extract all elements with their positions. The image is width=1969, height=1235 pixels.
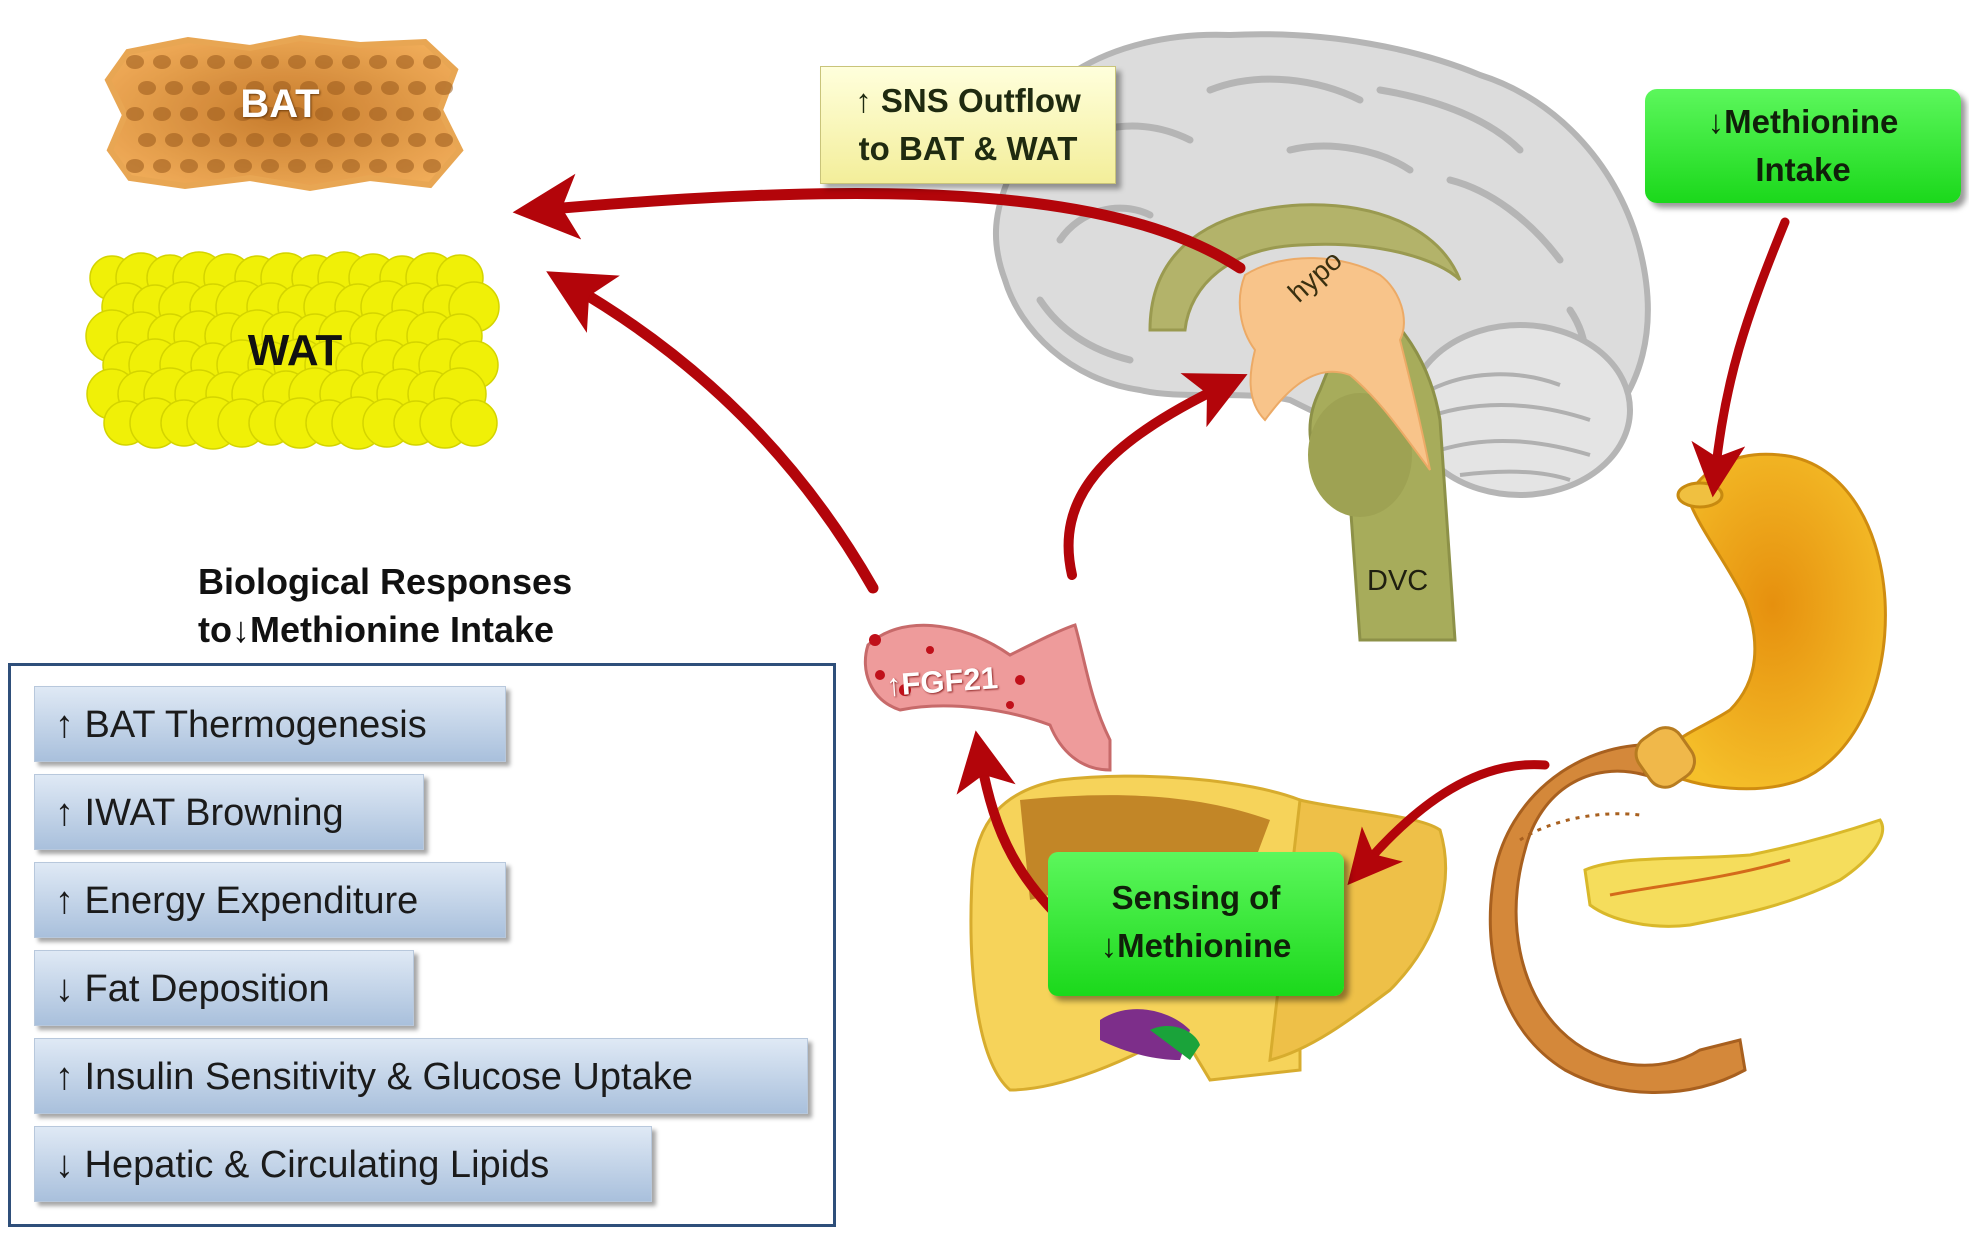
bat-cell <box>165 133 183 147</box>
wat-label: WAT <box>247 326 343 375</box>
bat-cell <box>423 55 441 69</box>
bat-cell <box>246 81 264 95</box>
bat-cell <box>423 107 441 121</box>
methionine-intake-note: ↓Methionine Intake <box>1645 89 1961 203</box>
bat-cell <box>288 107 306 121</box>
intestine-illustration <box>1488 726 1885 1094</box>
sns-note-line1: ↑ SNS Outflow <box>855 82 1081 119</box>
responses-title-line2: to↓Methionine Intake <box>198 609 555 650</box>
bat-cell <box>165 81 183 95</box>
response-item: ↓ Fat Deposition <box>34 950 414 1026</box>
hypothalamus <box>1238 257 1431 471</box>
bat-cell <box>300 133 318 147</box>
bat-cell <box>207 107 225 121</box>
bat-tissue <box>104 34 464 192</box>
bat-cell <box>327 81 345 95</box>
bat-cell <box>261 159 279 173</box>
bat-cell <box>408 81 426 95</box>
bat-cell <box>288 159 306 173</box>
response-item: ↑ Energy Expenditure <box>34 862 506 938</box>
sensing-methionine-note: Sensing of ↓Methionine <box>1048 852 1344 996</box>
bat-cell <box>381 81 399 95</box>
intake-note-line1: ↓Methionine <box>1707 103 1899 140</box>
response-item: ↑ BAT Thermogenesis <box>34 686 506 762</box>
sns-note-line2: to BAT & WAT <box>858 130 1078 167</box>
bat-cell <box>126 55 144 69</box>
wat-cell <box>450 399 498 447</box>
bat-cell <box>180 55 198 69</box>
blood-vessel <box>863 623 1112 772</box>
responses-box: ↑ BAT Thermogenesis ↑ IWAT Browning ↑ En… <box>8 663 836 1227</box>
sensing-note-line2: ↓Methionine <box>1100 927 1292 964</box>
bat-cell <box>342 159 360 173</box>
bat-cell <box>153 159 171 173</box>
bat-cell <box>369 159 387 173</box>
bat-cell <box>234 107 252 121</box>
wat-tissue <box>85 251 500 450</box>
bat-cell <box>396 55 414 69</box>
bat-cell <box>369 107 387 121</box>
bat-cell <box>126 159 144 173</box>
bat-cell <box>207 55 225 69</box>
bat-cell <box>315 159 333 173</box>
bat-cell <box>153 107 171 121</box>
bat-cell <box>342 55 360 69</box>
bat-cell <box>126 107 144 121</box>
bat-cell <box>234 159 252 173</box>
stomach-illustration <box>1658 452 1887 791</box>
bat-cell <box>219 133 237 147</box>
bat-cell <box>354 133 372 147</box>
bat-cell <box>288 55 306 69</box>
bat-cell <box>138 81 156 95</box>
bat-cell <box>315 107 333 121</box>
bat-cell <box>435 81 453 95</box>
bat-cell <box>261 107 279 121</box>
bat-cell <box>300 81 318 95</box>
bat-cell <box>396 107 414 121</box>
responses-title-line1: Biological Responses <box>198 561 573 602</box>
response-item: ↑ Insulin Sensitivity & Glucose Uptake <box>34 1038 808 1114</box>
bat-cell <box>423 159 441 173</box>
bat-cell <box>273 133 291 147</box>
brainstem <box>1308 287 1457 642</box>
arrow-intestine-to-liver <box>1347 760 1550 886</box>
bat-cell <box>261 55 279 69</box>
bat-cell <box>219 81 237 95</box>
bat-cell <box>354 81 372 95</box>
bat-label: BAT <box>240 82 320 126</box>
response-item: ↑ IWAT Browning <box>34 774 424 850</box>
brain-illustration <box>993 31 1651 642</box>
dvc-label: DVC <box>1367 565 1429 597</box>
bat-cell <box>369 55 387 69</box>
arrow-fgf21-to-fat <box>546 271 879 594</box>
bat-cell <box>381 133 399 147</box>
bat-cell <box>396 159 414 173</box>
bat-cell <box>138 133 156 147</box>
bat-cell <box>234 55 252 69</box>
bat-cell <box>327 133 345 147</box>
bat-cell <box>192 133 210 147</box>
bat-cell <box>342 107 360 121</box>
bat-cell <box>246 133 264 147</box>
bat-cell <box>192 81 210 95</box>
bat-cell <box>273 81 291 95</box>
sns-outflow-note: ↑ SNS Outflow to BAT & WAT <box>820 66 1116 184</box>
bat-cell <box>153 55 171 69</box>
bat-cell <box>315 55 333 69</box>
bat-cell <box>207 159 225 173</box>
bat-cell <box>180 107 198 121</box>
arrows <box>512 173 1790 935</box>
response-item: ↓ Hepatic & Circulating Lipids <box>34 1126 652 1202</box>
bat-cell <box>180 159 198 173</box>
sensing-note-line1: Sensing of <box>1111 879 1281 916</box>
bat-cell <box>408 133 426 147</box>
arrow-brain-to-fat <box>512 173 1246 274</box>
intake-note-line2: Intake <box>1755 151 1851 188</box>
arrow-intake-to-stomach <box>1691 217 1790 498</box>
responses-title: Biological Responses to↓Methionine Intak… <box>198 558 572 654</box>
arrow-fgf21-to-brain <box>1063 373 1248 580</box>
bat-cell <box>435 133 453 147</box>
